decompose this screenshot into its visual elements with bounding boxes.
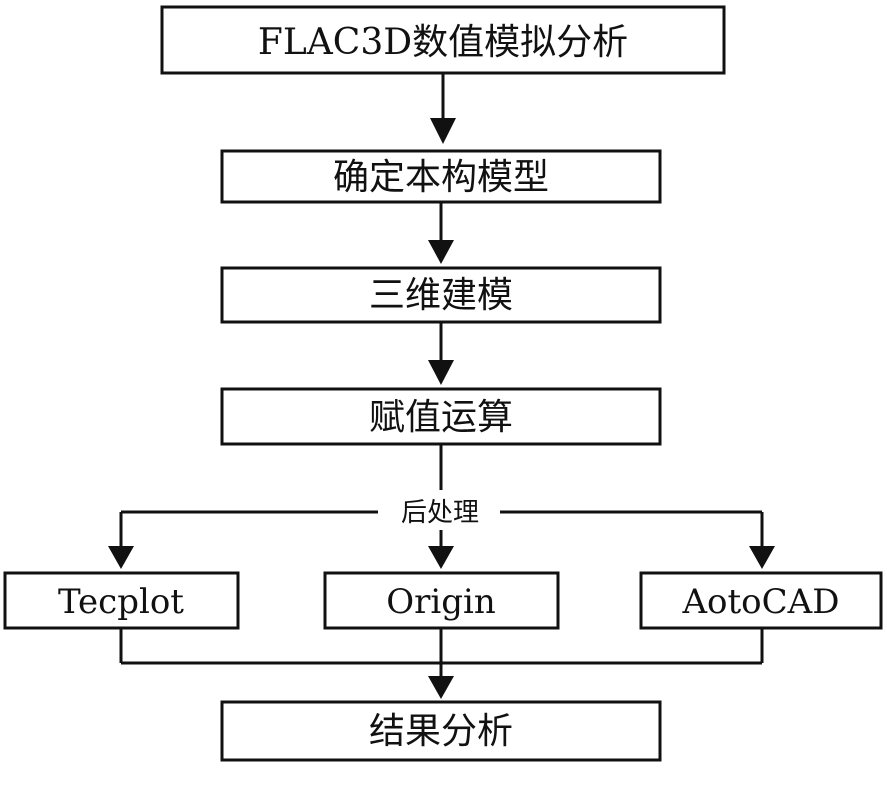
step-label-1: 确定本构模型	[333, 157, 549, 198]
title-label: FLAC3D数值模拟分析	[258, 22, 628, 63]
arrowhead-result	[428, 676, 454, 699]
arrowhead-middle	[428, 546, 454, 569]
branch-label: 后处理	[401, 498, 479, 528]
tool-label-origin: Origin	[386, 582, 496, 622]
step-box-1	[220, 149, 662, 204]
tool-box-aotocad	[639, 571, 883, 630]
result-box	[220, 700, 662, 762]
step-box-2	[220, 266, 662, 324]
arrowhead-1	[430, 118, 456, 144]
arrowhead-left	[108, 546, 134, 569]
result-label: 结果分析	[369, 711, 513, 752]
arrowhead-right	[749, 546, 775, 569]
arrowhead-3	[428, 360, 454, 385]
step-label-2: 三维建模	[369, 275, 513, 316]
tool-label-aotocad: AotoCAD	[682, 582, 840, 622]
tool-label-tecplot: Tecplot	[58, 582, 184, 622]
step-label-3: 赋值运算	[369, 397, 513, 438]
arrowhead-2	[428, 240, 454, 264]
title-box	[160, 5, 726, 75]
